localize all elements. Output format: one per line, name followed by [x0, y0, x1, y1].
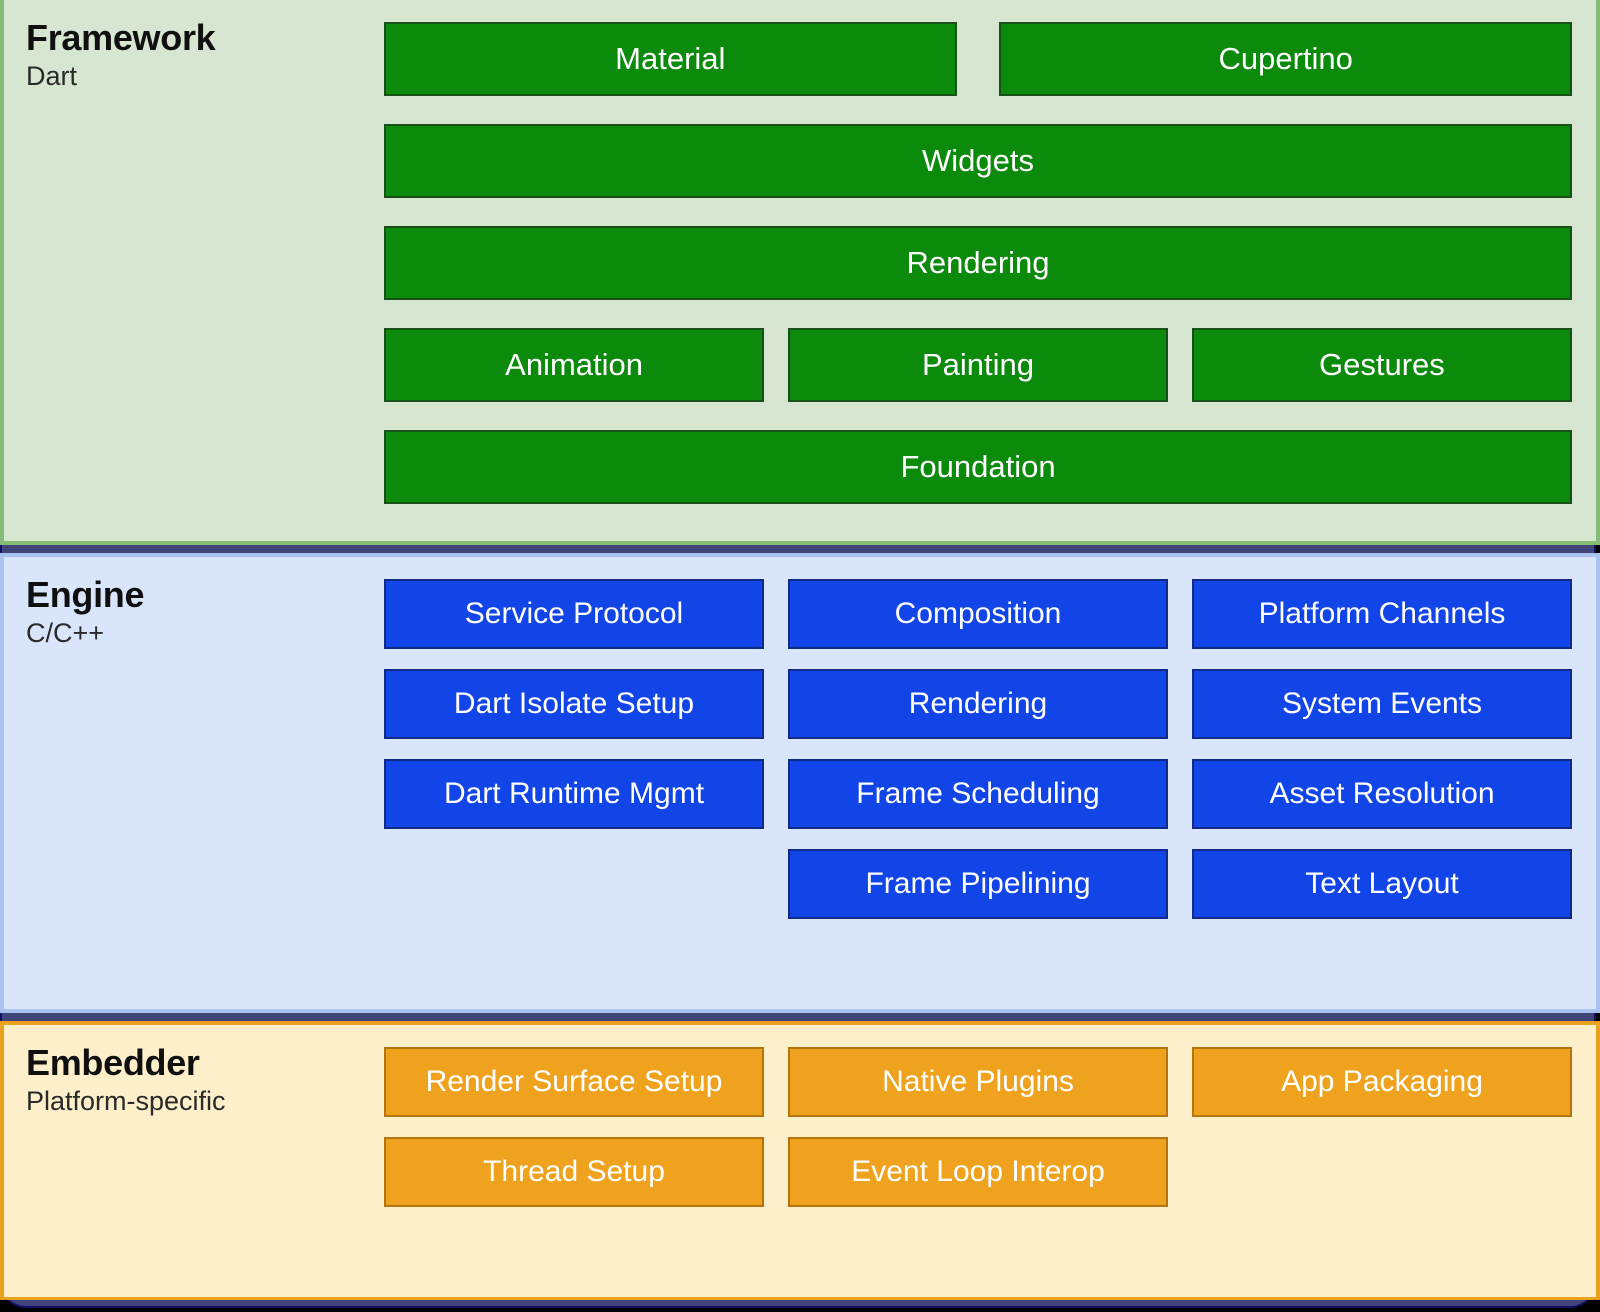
framework-box-material[interactable]: Material	[384, 22, 957, 96]
layer-framework-title: Framework	[26, 17, 216, 58]
framework-box-widgets[interactable]: Widgets	[384, 124, 1572, 198]
engine-box-frame-pipelining[interactable]: Frame Pipelining	[788, 849, 1168, 919]
framework-row-2: Widgets	[384, 124, 1572, 198]
engine-box-dart-runtime-mgmt[interactable]: Dart Runtime Mgmt	[384, 759, 764, 829]
embedder-box-thread-setup[interactable]: Thread Setup	[384, 1137, 764, 1207]
framework-row-4-spacer-1	[764, 328, 788, 402]
engine-box-frame-scheduling[interactable]: Frame Scheduling	[788, 759, 1168, 829]
engine-box-composition[interactable]: Composition	[788, 579, 1168, 649]
engine-box-service-protocol[interactable]: Service Protocol	[384, 579, 764, 649]
framework-row-1: Material Cupertino	[384, 22, 1572, 96]
layer-framework: Framework Dart Material Cupertino Widget…	[0, 0, 1600, 545]
framework-row-5: Foundation	[384, 430, 1572, 504]
engine-box-asset-resolution[interactable]: Asset Resolution	[1192, 759, 1572, 829]
framework-row-4: Animation Painting Gestures	[384, 328, 1572, 402]
engine-box-rendering[interactable]: Rendering	[788, 669, 1168, 739]
framework-box-animation[interactable]: Animation	[384, 328, 765, 402]
framework-row-3: Rendering	[384, 226, 1572, 300]
layer-embedder-body: Render Surface Setup Native Plugins App …	[384, 1025, 1596, 1297]
embedder-grid-empty-cell	[1192, 1137, 1572, 1207]
engine-box-dart-isolate-setup[interactable]: Dart Isolate Setup	[384, 669, 764, 739]
layer-engine-subtitle: C/C++	[26, 618, 105, 649]
embedder-box-native-plugins[interactable]: Native Plugins	[788, 1047, 1168, 1117]
engine-box-platform-channels[interactable]: Platform Channels	[1192, 579, 1572, 649]
layer-embedder-title: Embedder	[26, 1042, 200, 1083]
layer-embedder-label: Embedder Platform-specific	[4, 1025, 384, 1297]
engine-box-text-layout[interactable]: Text Layout	[1192, 849, 1572, 919]
embedder-box-event-loop-interop[interactable]: Event Loop Interop	[788, 1137, 1168, 1207]
embedder-box-render-surface-setup[interactable]: Render Surface Setup	[384, 1047, 764, 1117]
framework-box-rendering[interactable]: Rendering	[384, 226, 1572, 300]
engine-grid: Service Protocol Composition Platform Ch…	[384, 579, 1572, 919]
layer-engine: Engine C/C++ Service Protocol Compositio…	[0, 553, 1600, 1013]
layer-engine-title: Engine	[26, 574, 145, 615]
framework-box-foundation[interactable]: Foundation	[384, 430, 1572, 504]
layer-embedder: Embedder Platform-specific Render Surfac…	[0, 1021, 1600, 1300]
framework-row-1-spacer	[957, 22, 1000, 96]
layer-engine-body: Service Protocol Composition Platform Ch…	[384, 557, 1596, 1009]
layer-framework-label: Framework Dart	[4, 0, 384, 541]
engine-grid-empty-cell	[384, 849, 764, 919]
framework-box-gestures[interactable]: Gestures	[1191, 328, 1572, 402]
framework-box-painting[interactable]: Painting	[787, 328, 1169, 402]
engine-box-system-events[interactable]: System Events	[1192, 669, 1572, 739]
layer-embedder-subtitle: Platform-specific	[26, 1086, 226, 1117]
layer-framework-body: Material Cupertino Widgets Rendering Ani…	[384, 0, 1596, 541]
layer-framework-subtitle: Dart	[26, 61, 78, 92]
embedder-grid: Render Surface Setup Native Plugins App …	[384, 1047, 1572, 1207]
framework-box-cupertino[interactable]: Cupertino	[999, 22, 1572, 96]
layer-engine-label: Engine C/C++	[4, 557, 384, 1009]
framework-row-4-spacer-2	[1168, 328, 1192, 402]
embedder-box-app-packaging[interactable]: App Packaging	[1192, 1047, 1572, 1117]
